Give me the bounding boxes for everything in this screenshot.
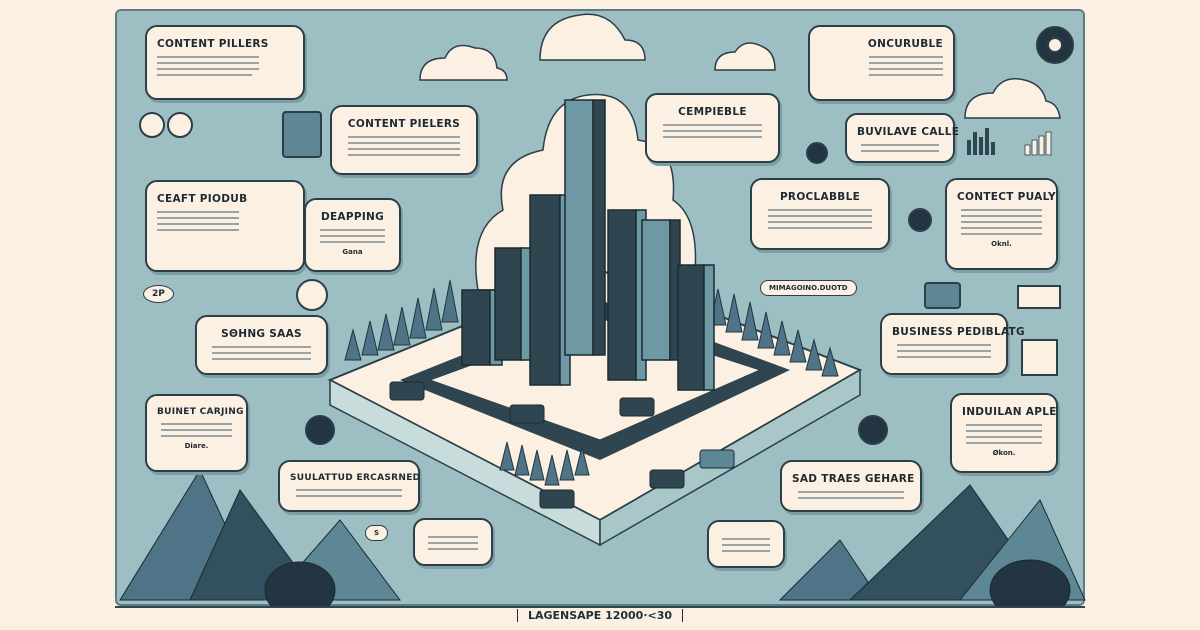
card-title: ONCURUBLE [867,38,943,50]
tower [677,264,715,391]
card-title: CONTENT PILLERS [157,38,269,50]
card-sad-traes-gehare: SAD TRAES GEHARE [780,460,922,512]
card-content-pielers: CONTENT PIELERS [330,105,478,175]
card-title: DEAPPING [320,211,385,223]
footer-caption: LAGENSAPE 12000⋅<30 [516,608,684,622]
card-title: PROCLABBLE [779,191,861,203]
card-deapping: DEAPPING Gana [304,198,401,272]
trees [344,279,839,486]
card-soning-saas: SΘHNG SAAS [195,315,328,375]
card-ceaft-piodub: CEAFT PIODUB [145,180,305,272]
card-cempieble: CEMPIEBLE [645,93,780,163]
card-business-pediblatg: BUSINESS PEDIBLATG [880,313,1025,375]
tiles [389,381,735,509]
card-title: CONTECT PUALY [957,191,1056,203]
cloud-icon [539,13,646,61]
card-blank-right [707,520,785,568]
chart-pie-icon [296,279,328,311]
document-icon [282,111,322,158]
card-signature: Oknl. [991,240,1012,248]
cloud-label-s: S [365,525,389,541]
mountains [119,468,1086,621]
card-title: SAD TRAES GEHARE [792,473,915,485]
card-title: CEMPIEBLE [678,106,747,118]
card-contect-pualy: CONTECT PUALY Oknl. [945,178,1058,270]
card-indulan-aple: INDUILAN APLE Økon. [950,393,1058,473]
clouds [419,13,1061,119]
badge-icon [305,415,335,445]
card-title: INDUILAN APLE [962,406,1057,418]
card-title: SΘHNG SAAS [221,328,302,340]
card-sulattud: SUULATTUD ERCASRNED [278,460,420,512]
card-blank-left [413,518,493,566]
card-oncuruble: ONCURUBLE [808,25,955,101]
envelope-icon [1017,285,1061,309]
badge-2p: 2P [143,285,174,303]
card-title: CEAFT PIODUB [157,193,248,205]
tower [564,99,606,356]
tower [607,209,647,381]
card-buvilave-calle: BUVILAVE CALLE [845,113,960,163]
gear-icon [908,208,932,232]
card-content-pillers: CONTENT PILLERS [145,25,305,100]
card-buinet-caring: BUINET CARJING Diare. [145,394,248,472]
tower [641,219,681,361]
cloud-icon [419,44,508,81]
card-title: BUVILAVE CALLE [857,126,960,138]
badge-icon [139,112,165,138]
books-icon [1021,339,1058,376]
card-signature: Diare. [184,442,209,450]
card-signature: Gana [342,248,363,256]
card-title: BUINET CARJING [157,407,244,417]
tower [529,194,571,386]
card-title: CONTENT PIELERS [347,118,461,130]
cloud-icon [714,42,776,71]
card-title: BUSINESS PEDIBLATG [892,326,1025,338]
briefcase-icon [924,282,961,309]
footer: LAGENSAPE 12000⋅<30 [115,606,1085,622]
gear-icon [806,142,828,164]
bar-chart-icons [967,128,1052,156]
badge-icon [858,415,888,445]
cloud-icon [964,78,1061,119]
card-title: SUULATTUD ERCASRNED [290,473,421,483]
tower [494,247,532,361]
label-mimagoino: MIMAGOINO.DUOTD [760,280,857,296]
towers [461,99,715,391]
card-signature: Økon. [992,449,1016,457]
card-proclabble: PROCLABBLE [750,178,890,250]
